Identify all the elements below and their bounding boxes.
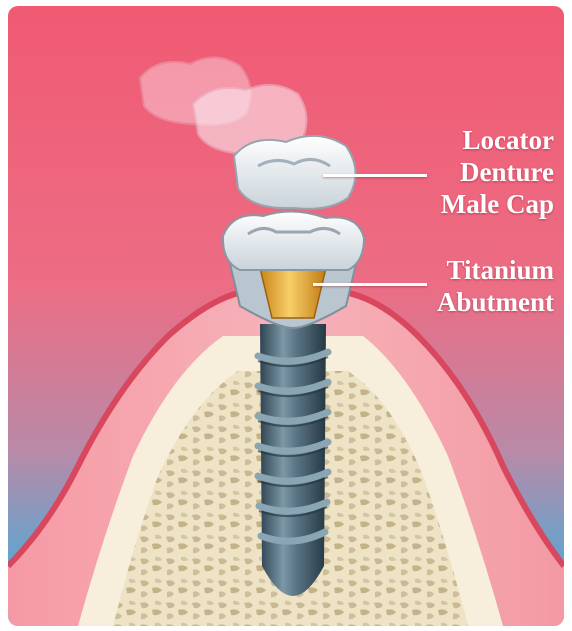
- cap-leader-line: [323, 174, 427, 177]
- illustration-panel: Locator Denture Male Cap Titanium Abutme…: [8, 6, 564, 626]
- cap-label: Locator Denture Male Cap: [441, 124, 554, 220]
- seated-cap: [223, 211, 364, 270]
- cap-label-line-1: Locator: [441, 124, 554, 156]
- abutment-label: Titanium Abutment: [437, 254, 554, 318]
- abutment-label-line-2: Abutment: [437, 286, 554, 318]
- floating-cap-near: [234, 136, 356, 209]
- abutment-leader-line: [313, 283, 427, 286]
- abutment-label-line-1: Titanium: [437, 254, 554, 286]
- cap-label-line-2: Denture: [441, 156, 554, 188]
- implant-screw: [258, 324, 328, 596]
- cap-label-line-3: Male Cap: [441, 188, 554, 220]
